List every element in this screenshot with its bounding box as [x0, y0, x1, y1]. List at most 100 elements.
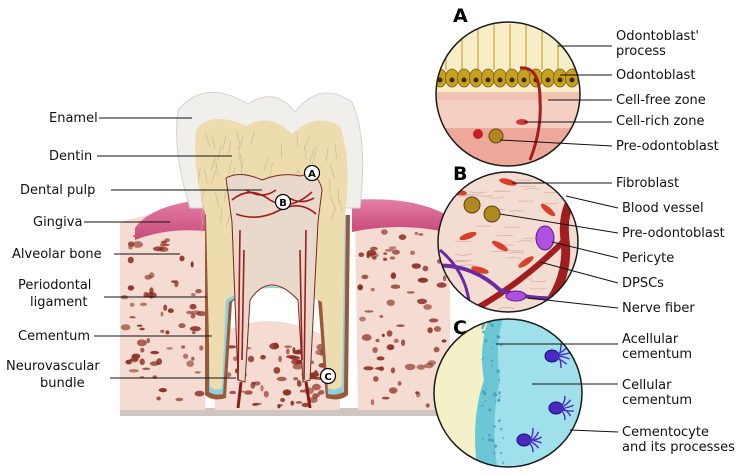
fibroblast-cell [459, 231, 477, 241]
bone-pore [390, 284, 401, 289]
cementum-speck [488, 408, 492, 412]
label-pre-odontoblast-b: Pre-odontoblast [622, 226, 725, 241]
cementum-speck [488, 433, 491, 437]
panel-b-fiber [530, 280, 547, 283]
fibroblast-cell [518, 256, 534, 268]
bone-pore [286, 348, 290, 355]
cementum-speck [494, 400, 497, 402]
cementum-specks [481, 319, 505, 467]
bone-pore [414, 231, 418, 235]
bone-pore [386, 299, 395, 306]
dentin-tubule [303, 145, 307, 160]
bone-pore [383, 257, 388, 261]
bone-pore [393, 338, 399, 343]
bone-pore [139, 358, 145, 366]
bone-pore [390, 272, 397, 280]
panel-c: C Acellular cementum Cellular cementum C… [433, 317, 735, 468]
bone-pore [425, 403, 430, 408]
marker-a: A [303, 164, 321, 182]
pulp-vessel [241, 249, 245, 361]
bone-pore [140, 347, 145, 353]
cementum-speck [487, 438, 492, 442]
bone-pore [398, 234, 407, 240]
panel-b-fiber [517, 240, 534, 243]
cementocytes [516, 343, 574, 453]
cementum-speck [492, 451, 496, 454]
cementum-speck [481, 404, 484, 407]
neurovascular-bundle-right [304, 381, 312, 409]
bone-pore [233, 356, 238, 362]
odontoblast-nucleus [569, 77, 575, 83]
cementum-speck [497, 335, 501, 339]
label-acellular-cementum-1: Acellular [622, 332, 679, 347]
panel-b-nerve-fiber [438, 263, 561, 301]
panel-a-letter: A [453, 5, 468, 27]
fibroblast-cell [540, 203, 556, 217]
marker-c-text: C [324, 372, 331, 383]
dentin-tubule [202, 201, 205, 216]
bone-pore [171, 280, 177, 283]
cementocyte-process [523, 439, 534, 453]
pulp-vessel [299, 249, 303, 361]
dentin-tubule [240, 160, 244, 176]
bone-pore [389, 256, 396, 260]
panel-a: A Odontoblast' process Odontoblast Cell-… [435, 5, 719, 167]
bone-pore [310, 360, 314, 365]
cementum-speck [488, 321, 492, 324]
fibroblast-cell [492, 240, 508, 252]
bone-pore [424, 362, 434, 369]
bone-pore [260, 354, 266, 360]
cementum-speck [493, 425, 497, 428]
bone-pore [160, 311, 164, 317]
bone-pores [120, 229, 449, 409]
bone-pore [136, 339, 147, 347]
dentin-tubule [223, 188, 227, 203]
label-cell-free-zone: Cell-free zone [616, 93, 706, 108]
cementum-speck [481, 326, 485, 330]
panel-b-fiber [494, 190, 511, 193]
label-pre-odontoblast-a: Pre-odontoblast [616, 139, 719, 154]
leader-cementocyte [569, 429, 619, 433]
label-odontoblast-process-2: process [616, 44, 666, 59]
cementum-speck [502, 461, 505, 464]
bone-pore [152, 246, 164, 252]
dentin-tubule [226, 211, 232, 227]
dentin-tubule [263, 156, 269, 171]
bone-pore [363, 366, 374, 371]
odontoblast-nucleus [521, 77, 527, 83]
dentin-tubule [237, 146, 243, 161]
dentin-tubule [238, 135, 244, 150]
dentin-tubule [325, 147, 329, 162]
dentin-tubule [222, 135, 227, 150]
bone-pore [163, 304, 168, 311]
bone-pore [140, 302, 147, 307]
bone-pore [120, 324, 131, 331]
alveolar-bone-right [355, 211, 450, 410]
bone-pore [186, 360, 194, 368]
odontoblast-nucleus [461, 77, 467, 83]
bone-pore [423, 304, 432, 310]
bone-pore [139, 327, 145, 331]
bone-pore [149, 361, 160, 366]
bone-pore [144, 274, 152, 280]
bone-pore [190, 293, 196, 297]
dentin-tubule [313, 146, 318, 161]
cementum-speck [498, 391, 501, 394]
pulp-vessel [235, 205, 317, 218]
pulp-vessel [237, 229, 241, 381]
bone-pore [190, 261, 194, 268]
dentin-tubule [200, 218, 204, 233]
cementum-speck [482, 437, 484, 440]
panel-a-border [435, 21, 581, 167]
bone-pore [146, 338, 150, 344]
odontoblast-cells [436, 68, 579, 88]
dentin-tubule [309, 147, 315, 162]
bone-pore [178, 323, 186, 329]
cementum-speck [490, 323, 494, 327]
bone-pore [416, 364, 426, 370]
odontoblast-nucleus [497, 77, 503, 83]
bone-pore [160, 329, 165, 333]
bone-pore [250, 381, 256, 389]
cementum-speck [481, 323, 486, 327]
label-dpscs: DPSCs [622, 276, 664, 291]
